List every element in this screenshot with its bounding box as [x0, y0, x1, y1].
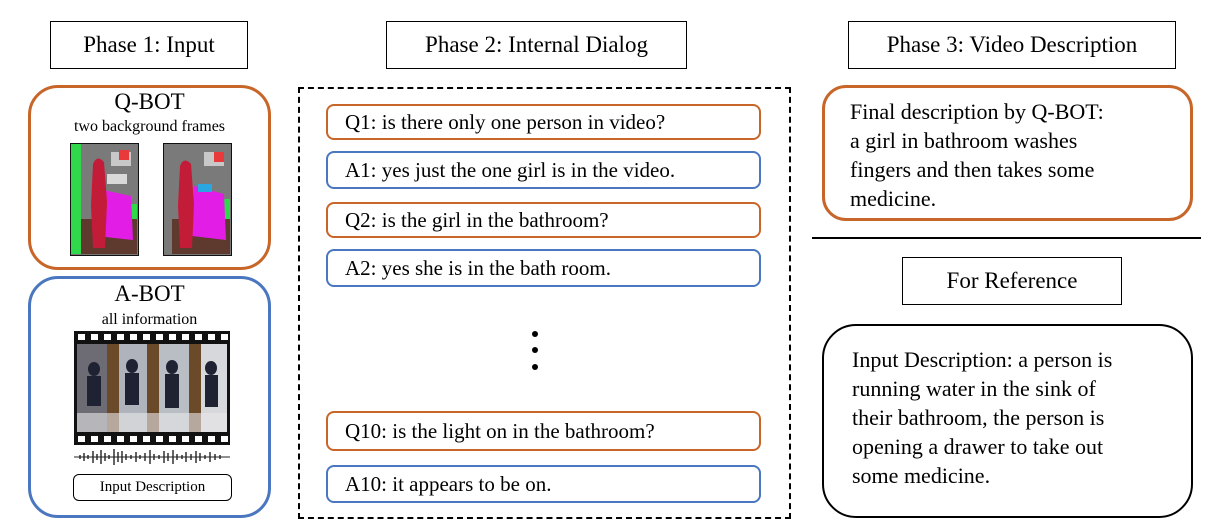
- video-filmstrip: [74, 331, 230, 445]
- background-frame-1: [70, 143, 139, 256]
- abot-title: A-BOT: [114, 281, 185, 306]
- reference-line-3: their bathroom, the person is: [852, 405, 1105, 430]
- background-frame-2: [163, 143, 232, 256]
- qbot-title: Q-BOT: [114, 89, 185, 114]
- dialog-answer-2: A2: yes she is in the bath room.: [326, 249, 761, 287]
- segmentation-frame-graphic: [71, 144, 137, 254]
- phase2-header: Phase 2: Internal Dialog: [386, 21, 687, 69]
- reference-line-1: Input Description: a person is: [852, 347, 1113, 372]
- section-divider: [812, 237, 1201, 239]
- audio-waveform: [74, 448, 230, 466]
- dialog-question-10: Q10: is the light on in the bathroom?: [326, 411, 761, 451]
- final-description-line-2: a girl in bathroom washes: [850, 128, 1078, 153]
- dialog-question-1: Q1: is there only one person in video?: [326, 104, 761, 140]
- abot-subtitle: all information: [101, 311, 198, 328]
- phase3-header: Phase 3: Video Description: [848, 21, 1176, 69]
- phase1-header: Phase 1: Input: [50, 21, 248, 69]
- dialog-question-2: Q2: is the girl in the bathroom?: [326, 202, 761, 238]
- reference-description-box: Input Description: a person is running w…: [822, 324, 1193, 518]
- waveform-graphic: [74, 449, 230, 465]
- final-description-box: Final description by Q-BOT: a girl in ba…: [822, 85, 1193, 221]
- dialog-answer-1: A1: yes just the one girl is in the vide…: [326, 151, 761, 189]
- filmstrip-graphic: [74, 331, 230, 445]
- final-description-line-4: medicine.: [850, 186, 937, 211]
- dialog-answer-10: A10: it appears to be on.: [326, 465, 761, 503]
- ellipsis-icon: [532, 331, 540, 373]
- reference-line-2: running water in the sink of: [852, 376, 1096, 401]
- input-description-button[interactable]: Input Description: [73, 474, 232, 501]
- reference-header: For Reference: [902, 257, 1122, 305]
- segmentation-frame-graphic: [164, 144, 230, 254]
- dialog-container: [298, 87, 791, 519]
- final-description-line-3: fingers and then takes some: [850, 157, 1095, 182]
- final-description-line-1: Final description by Q-BOT:: [850, 99, 1104, 124]
- reference-line-4: opening a drawer to take out: [852, 434, 1104, 459]
- reference-line-5: some medicine.: [852, 463, 991, 488]
- qbot-subtitle: two background frames: [73, 118, 226, 135]
